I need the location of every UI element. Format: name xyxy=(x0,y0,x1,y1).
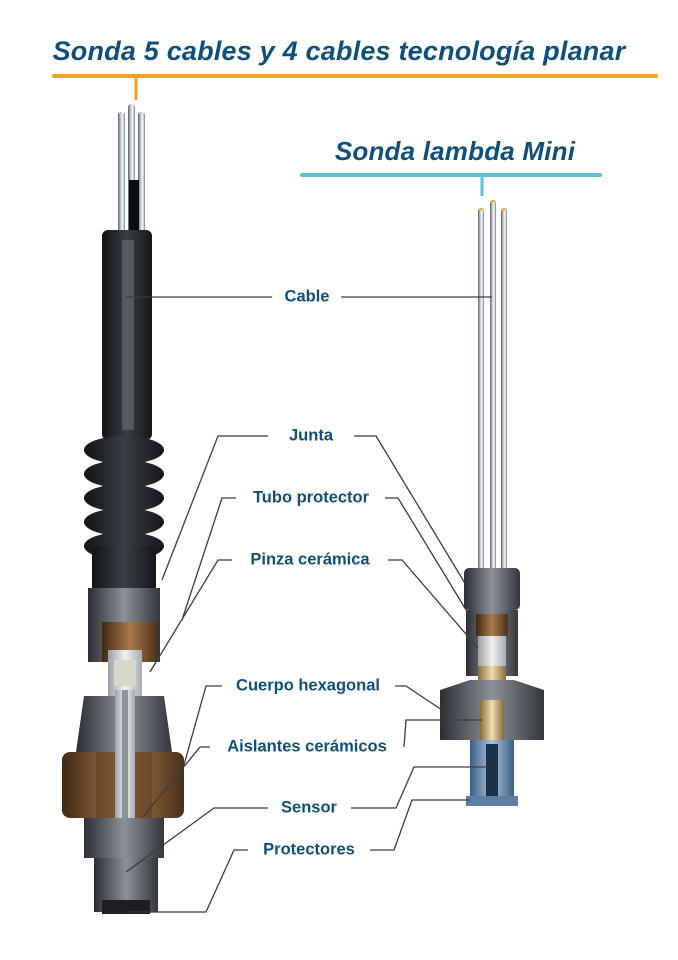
leader-pinza-left xyxy=(149,559,232,673)
label-cable: Cable xyxy=(284,287,330,306)
mini-title-underline xyxy=(300,173,602,177)
leader-sensor-left xyxy=(125,807,268,873)
label-aislantes-ceramicos: Aislantes cerámicos xyxy=(227,737,387,756)
main-sensor-probe xyxy=(62,104,184,914)
label-sensor: Sensor xyxy=(281,798,337,817)
leader-lines xyxy=(125,296,492,913)
leader-protectores-right xyxy=(370,799,470,851)
leader-sensor-right xyxy=(351,766,488,809)
label-tubo-protector: Tubo protector xyxy=(252,488,370,507)
label-cuerpo-hexagonal: Cuerpo hexagonal xyxy=(236,676,380,695)
leader-hex-left xyxy=(181,685,222,773)
leader-aislantes-right xyxy=(403,719,482,748)
leader-junta-right xyxy=(354,435,467,586)
leader-protectores-left xyxy=(128,849,248,913)
mini-sensor-probe xyxy=(440,200,544,806)
mini-sensor-title: Sonda lambda Mini xyxy=(334,136,576,166)
leader-aislantes-left xyxy=(141,746,210,819)
leader-tubo-left xyxy=(181,497,236,621)
leader-hex-right xyxy=(395,685,449,715)
label-protectores: Protectores xyxy=(263,840,355,859)
leader-junta-left xyxy=(161,435,268,581)
main-sensor-title: Sonda 5 cables y 4 cables tecnología pla… xyxy=(52,36,626,66)
leader-pinza-right xyxy=(388,559,479,649)
leader-tubo-right xyxy=(385,497,475,624)
label-pinza-ceramica: Pinza cerámica xyxy=(250,550,370,569)
label-junta: Junta xyxy=(288,426,334,445)
main-title-underline xyxy=(52,74,658,78)
